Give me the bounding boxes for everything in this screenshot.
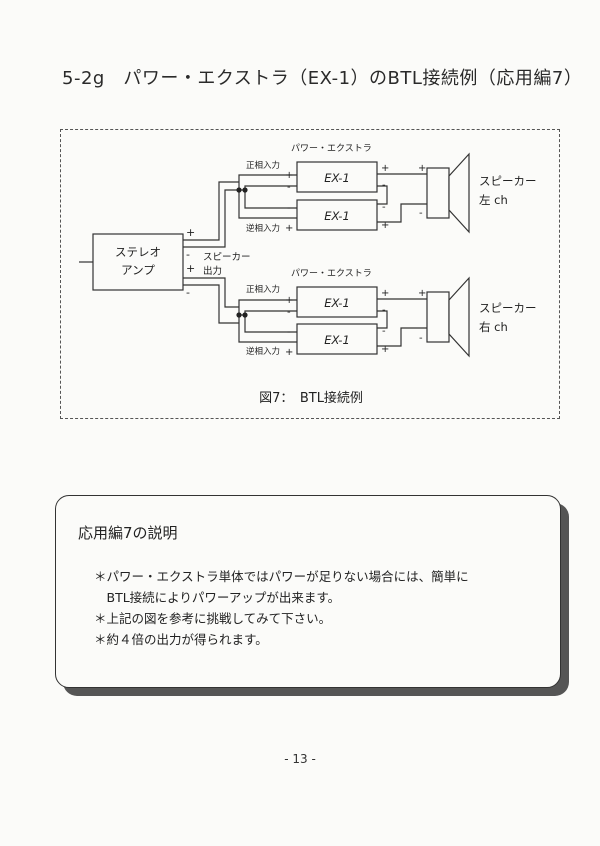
amp-label-line1: ステレオ bbox=[115, 245, 161, 259]
explanation-line: ＊パワー・エクストラ単体ではパワーが足りない場合には、簡単に bbox=[94, 569, 469, 584]
pos-input-label-top: 正相入力 bbox=[246, 160, 280, 171]
left-ch-label: 左 ch bbox=[479, 193, 508, 207]
svg-text:+: + bbox=[285, 170, 293, 181]
figure-caption: 図7： BTL接続例 bbox=[259, 391, 363, 406]
speaker-label-top: スピーカー bbox=[479, 174, 537, 188]
svg-text:-: - bbox=[287, 182, 291, 193]
svg-text:+: + bbox=[285, 295, 293, 306]
btl-wiring-diagram: ステレオ アンプ + - + - スピーカー 出力 パワー・エクストラ 正相入力… bbox=[79, 143, 537, 358]
group-label-bottom: パワー・エクストラ bbox=[291, 268, 372, 279]
speaker-out-label-line2: 出力 bbox=[203, 265, 222, 277]
explanation-body: ＊パワー・エクストラ単体ではパワーが足りない場合には、簡単に BTL接続によりパ… bbox=[94, 566, 469, 650]
svg-text:-: - bbox=[382, 326, 386, 337]
svg-text:+: + bbox=[285, 223, 293, 234]
svg-text:-: - bbox=[287, 203, 291, 214]
neg-input-label-top: 逆相入力 bbox=[246, 223, 280, 234]
amp-out-plus-top: + bbox=[186, 226, 195, 239]
amp-out-plus-bottom: + bbox=[186, 262, 195, 275]
ex1-label-bottom-upper: EX-1 bbox=[324, 296, 350, 310]
pos-input-label-bottom: 正相入力 bbox=[246, 284, 280, 295]
page-number: - 13 - bbox=[284, 752, 316, 766]
speaker-out-label-line1: スピーカー bbox=[203, 252, 251, 263]
ex1-unit-top-upper bbox=[296, 161, 378, 193]
amp-label-line2: アンプ bbox=[121, 263, 155, 277]
svg-text:-: - bbox=[287, 307, 291, 318]
ex1-unit-top-lower bbox=[296, 199, 378, 231]
svg-text:+: + bbox=[418, 288, 426, 299]
svg-text:+: + bbox=[381, 344, 389, 355]
explanation-line: BTL接続によりパワーアップが出来ます。 bbox=[94, 590, 341, 605]
amp-out-minus-top: - bbox=[186, 248, 190, 261]
ex1-label-top-upper: EX-1 bbox=[324, 171, 350, 185]
explanation-line: ＊約４倍の出力が得られます。 bbox=[94, 632, 268, 647]
speaker-magnet-bottom bbox=[426, 291, 450, 343]
right-ch-label: 右 ch bbox=[479, 320, 508, 334]
explanation-box: 応用編7の説明 ＊パワー・エクストラ単体ではパワーが足りない場合には、簡単に B… bbox=[55, 495, 561, 688]
svg-text:-: - bbox=[382, 202, 386, 213]
svg-text:+: + bbox=[418, 163, 426, 174]
svg-text:+: + bbox=[381, 163, 389, 174]
group-label-top: パワー・エクストラ bbox=[291, 143, 372, 154]
speaker-label-bottom: スピーカー bbox=[479, 301, 537, 315]
neg-input-label-bottom: 逆相入力 bbox=[246, 346, 280, 357]
ex1-label-top-lower: EX-1 bbox=[324, 209, 350, 223]
ex1-unit-bottom-lower bbox=[296, 323, 378, 355]
svg-text:+: + bbox=[285, 347, 293, 358]
speaker-magnet-top bbox=[426, 167, 450, 219]
ex1-label-bottom-lower: EX-1 bbox=[324, 333, 350, 347]
speaker-cone-bottom bbox=[448, 276, 470, 358]
figure-frame: ステレオ アンプ + - + - スピーカー 出力 パワー・エクストラ 正相入力… bbox=[60, 129, 560, 419]
svg-text:+: + bbox=[381, 220, 389, 231]
ex1-unit-bottom-upper bbox=[296, 286, 378, 318]
explanation-line: ＊上記の図を参考に挑戦してみて下さい。 bbox=[94, 611, 332, 626]
speaker-cone-top bbox=[448, 152, 470, 234]
page-heading: 5-2g パワー・エクストラ（EX-1）のBTL接続例（応用編7） bbox=[62, 68, 583, 89]
svg-text:-: - bbox=[419, 333, 423, 344]
explanation-title: 応用編7の説明 bbox=[78, 524, 178, 542]
svg-text:-: - bbox=[287, 327, 291, 338]
svg-text:-: - bbox=[419, 208, 423, 219]
svg-text:+: + bbox=[381, 288, 389, 299]
amp-out-minus-bottom: - bbox=[186, 286, 190, 299]
stereo-amp-box bbox=[92, 233, 184, 291]
